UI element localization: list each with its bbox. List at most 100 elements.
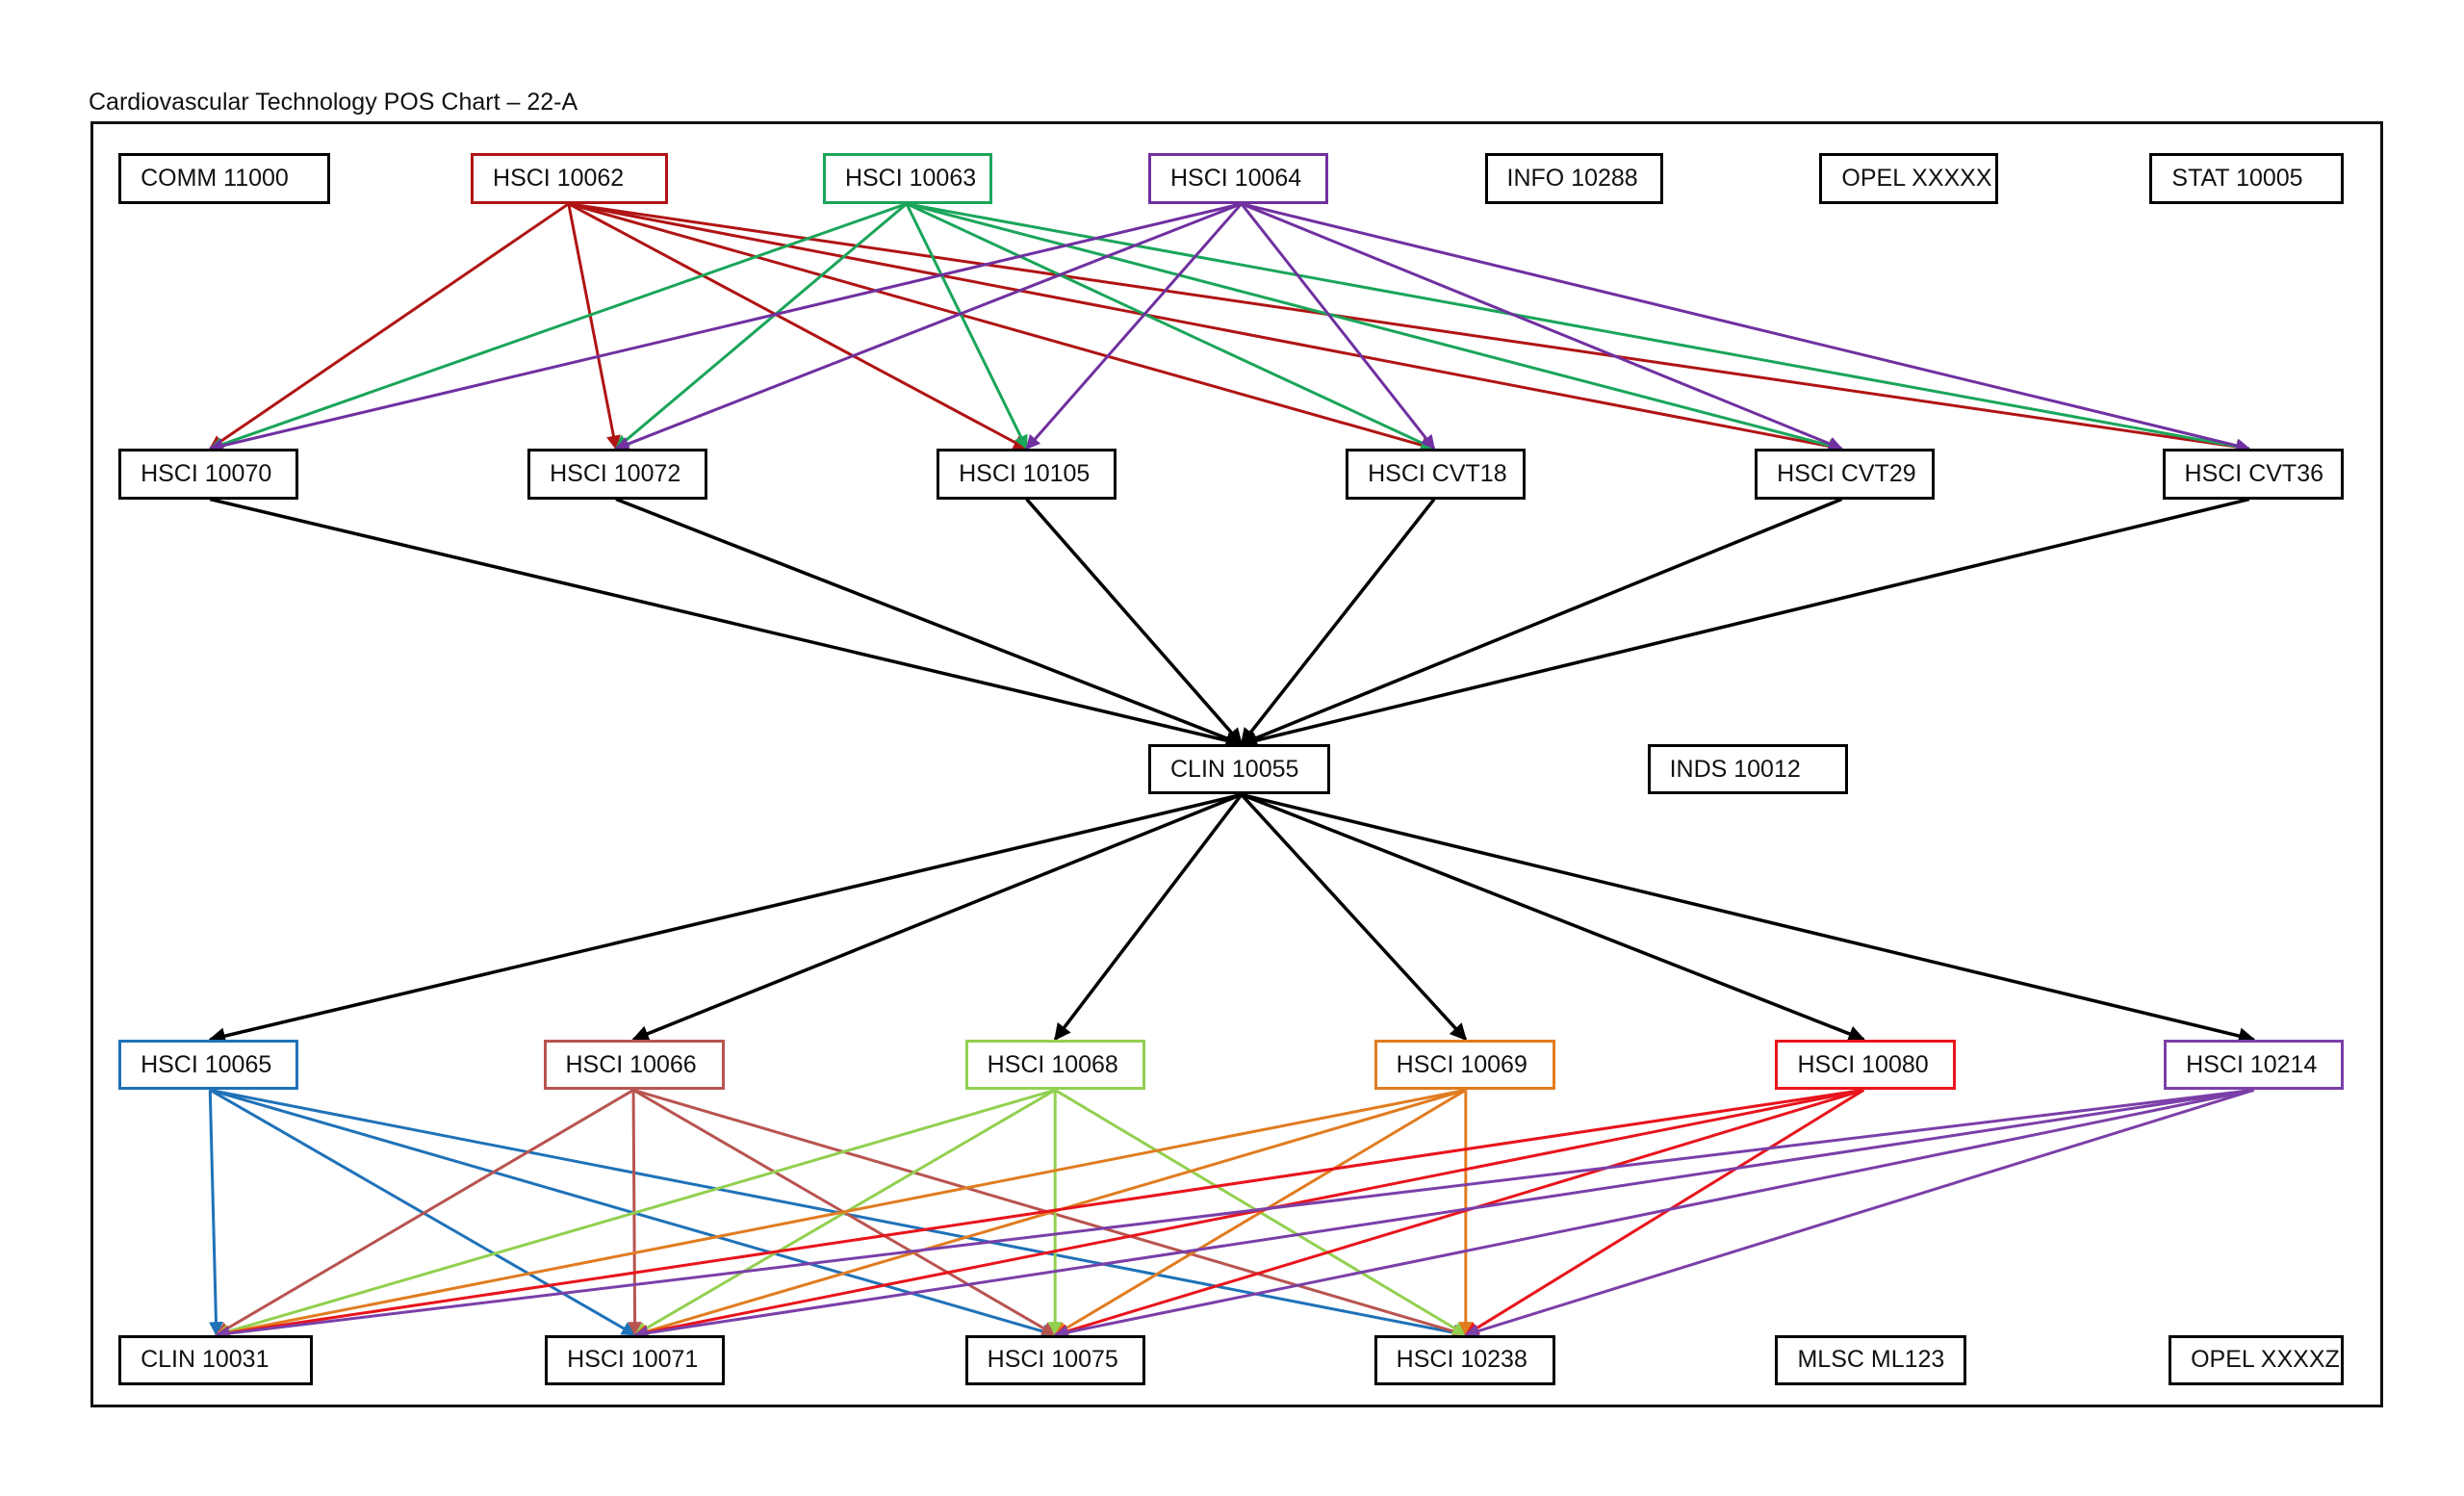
prerequisite-arrow [568,202,1436,452]
course-node-label: HSCI 10105 [959,459,1091,487]
course-node-label: HSCI 10068 [987,1050,1118,1078]
course-node-info-10288: INFO 10288 [1484,153,1663,204]
prerequisite-arrow [1240,793,1468,1042]
course-node-clin-10031: CLIN 10031 [118,1334,313,1386]
course-node-label: OPEL XXXXZ [2191,1346,2340,1374]
prerequisite-arrow [215,1088,1056,1339]
prerequisite-arrow [1053,793,1244,1042]
course-node-label: HSCI CVT18 [1368,459,1507,487]
course-node-label: HSCI 10063 [844,164,977,192]
prerequisite-arrow [1053,1088,1864,1338]
course-node-inds-10012: INDS 10012 [1647,743,1848,795]
course-node-hsci-10214: HSCI 10214 [2164,1039,2345,1091]
prerequisite-arrow [631,792,1243,1043]
prerequisite-arrow [1241,202,2251,453]
course-node-clin-10055: CLIN 10055 [1148,743,1330,795]
prerequisite-arrow [215,1088,1467,1340]
course-node-hsci-10072: HSCI 10072 [527,449,708,500]
chart-title: Cardiovascular Technology POS Chart – 22… [89,89,578,116]
course-node-label: INFO 10288 [1506,164,1638,192]
prerequisite-arrow [906,202,2251,454]
course-node-hsci-10238: HSCI 10238 [1373,1334,1556,1386]
prerequisite-arrow [633,1088,1467,1339]
prerequisite-arrow [568,202,1843,453]
prerequisite-arrow [1240,497,1843,747]
course-node-label: CLIN 10055 [1170,755,1299,783]
course-node-label: HSCI CVT29 [1777,459,1916,487]
course-node-hsci-10065: HSCI 10065 [118,1039,299,1091]
prerequisite-arrow [209,497,1244,749]
prerequisite-arrow [568,202,2251,454]
prerequisite-arrow [215,1088,2254,1341]
prerequisite-arrow [215,1088,1864,1341]
prerequisite-arrow [1025,498,1244,746]
prerequisite-arrow [1464,1089,1865,1336]
course-node-mlsc-ml123: MLSC ML123 [1775,1334,1967,1386]
course-node-hsci-cvt36: HSCI CVT36 [2162,449,2345,500]
prerequisite-arrow [633,1088,1864,1340]
course-node-hsci-10069: HSCI 10069 [1373,1039,1556,1091]
prerequisite-arrow [209,202,570,451]
course-node-label: HSCI 10072 [550,459,681,487]
prerequisite-arrow [615,497,1244,747]
course-node-label: HSCI 10214 [2186,1050,2318,1078]
course-node-hsci-10062: HSCI 10062 [471,153,669,204]
prerequisite-arrow [905,203,1028,451]
prerequisite-arrow [1240,498,1436,746]
prerequisite-arrow [208,202,1243,453]
course-node-hsci-10070: HSCI 10070 [118,449,299,500]
course-node-label: COMM 11000 [141,164,289,192]
prerequisite-arrow [1464,1088,2255,1338]
course-node-hsci-cvt18: HSCI CVT18 [1346,449,1527,500]
prerequisite-arrow [1241,202,1843,451]
course-node-label: HSCI 10065 [141,1050,272,1078]
prerequisite-arrow [208,792,1243,1045]
course-node-label: HSCI 10062 [493,164,625,192]
course-node-hsci-10105: HSCI 10105 [937,449,1117,500]
course-node-hsci-10075: HSCI 10075 [964,1334,1145,1386]
prerequisite-arrow [567,203,621,451]
prerequisite-arrow [1241,792,1866,1043]
course-node-hsci-10064: HSCI 10064 [1148,153,1329,204]
prerequisite-arrow [1240,202,1436,451]
prerequisite-arrow [215,1088,634,1336]
course-node-label: CLIN 10031 [141,1346,270,1374]
course-node-label: HSCI CVT36 [2184,459,2323,487]
course-node-label: HSCI 10069 [1396,1050,1527,1078]
prerequisite-arrow [1240,497,2250,749]
prerequisite-arrow [614,202,1243,451]
course-node-comm-11000: COMM 11000 [118,153,330,204]
course-node-label: HSCI 10080 [1797,1050,1929,1078]
course-node-hsci-10080: HSCI 10080 [1775,1039,1956,1091]
course-node-hsci-10066: HSCI 10066 [543,1039,726,1091]
course-node-opel-xxxxx: OPEL XXXXX [1819,153,1998,204]
prerequisite-arrow [208,1090,223,1337]
course-node-hsci-10063: HSCI 10063 [822,153,992,204]
course-node-label: STAT 10005 [2171,164,2303,192]
course-node-label: HSCI 10238 [1396,1346,1527,1374]
course-node-hsci-10071: HSCI 10071 [545,1334,726,1386]
course-node-label: MLSC ML123 [1797,1346,1945,1374]
course-node-stat-10005: STAT 10005 [2149,153,2345,204]
prerequisite-arrow [906,202,1843,452]
course-node-label: OPEL XXXXX [1841,164,1992,192]
prerequisite-arrow [1053,1088,2255,1340]
prerequisite-arrow [633,1088,2254,1341]
diagram-frame [90,121,2383,1407]
prerequisite-arrow [1241,792,2256,1045]
course-node-label: HSCI 10070 [141,459,272,487]
course-node-label: INDS 10012 [1669,755,1801,783]
course-node-label: HSCI 10075 [987,1346,1118,1374]
prerequisite-arrow [568,202,1028,451]
prerequisite-arrow [1025,202,1243,451]
course-node-hsci-10068: HSCI 10068 [964,1039,1145,1091]
course-node-opel-xxxxz: OPEL XXXXZ [2169,1334,2345,1386]
course-node-label: HSCI 10064 [1170,164,1302,192]
prerequisite-arrow [208,202,908,451]
course-node-hsci-cvt29: HSCI CVT29 [1755,449,1936,500]
course-node-label: HSCI 10066 [565,1050,697,1078]
prerequisite-arrow [614,202,908,451]
course-node-label: HSCI 10071 [567,1346,699,1374]
prerequisite-arrow [906,202,1436,451]
